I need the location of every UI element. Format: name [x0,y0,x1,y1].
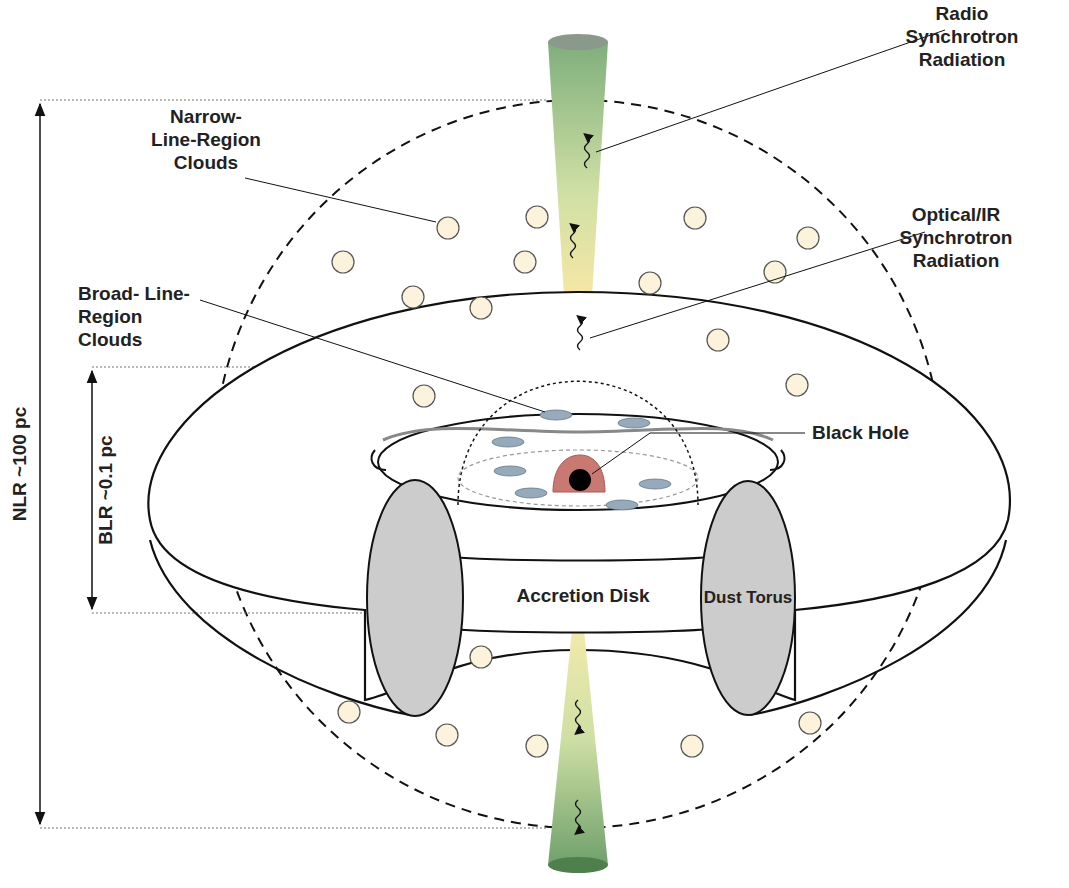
dimension-label: NLR ~100 pc [8,403,31,526]
node-label: Accretion Disk [516,584,649,607]
node-text: Dust Torus [704,588,792,609]
node-text: Accretion Disk [516,584,649,607]
jet-label: Optical/IR Synchrotron Radiation [880,203,1032,273]
dust-torus: Dust Torus [700,480,796,716]
blr-clouds-label: Broad- Line- Region Clouds [78,282,196,352]
jet-label: Radio Synchrotron Radiation [898,2,1026,72]
dimension-label: BLR ~0.1 pc [94,431,117,548]
nlr-clouds-label: Narrow-Line-Region Clouds [150,105,262,175]
node-label: Dust Torus [704,588,792,609]
accretion-disk: Accretion Disk [463,572,703,620]
black-hole-label: Black Hole [812,421,909,444]
